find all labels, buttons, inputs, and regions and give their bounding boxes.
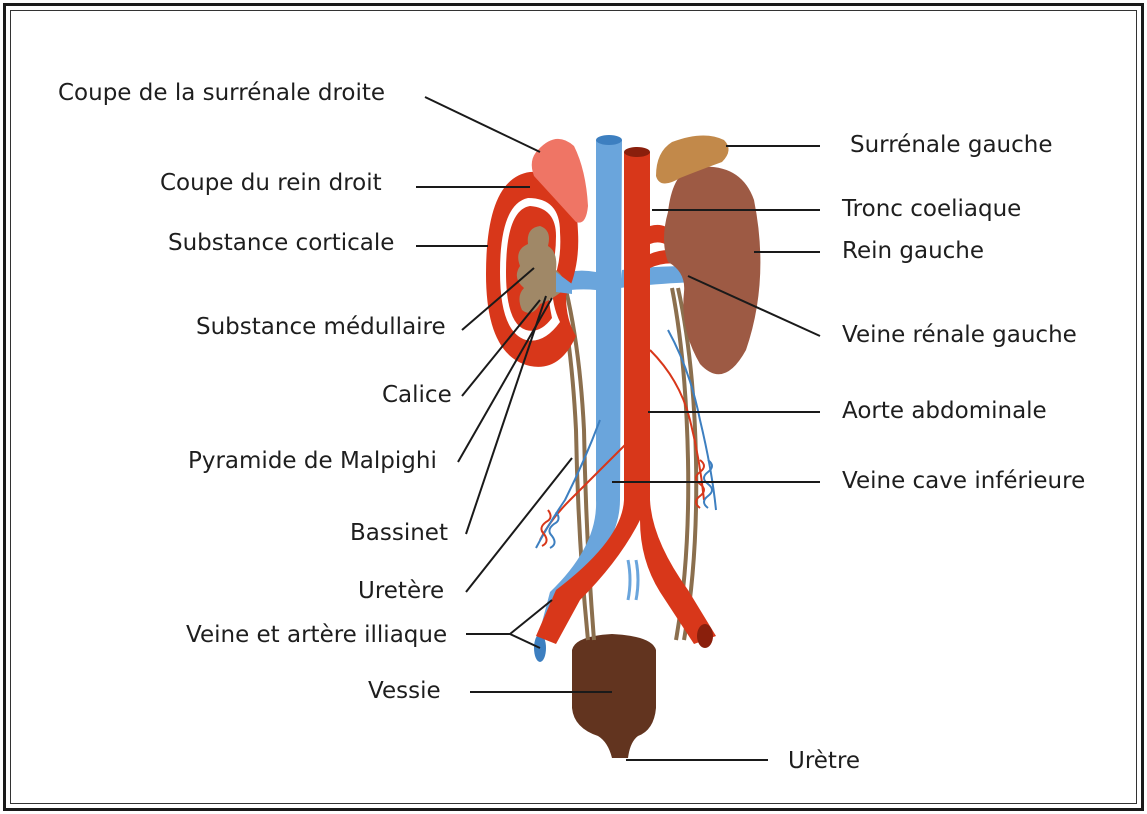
label-veine-renale-gauche: Veine rénale gauche — [842, 322, 1077, 348]
label-surrenale-gauche: Surrénale gauche — [850, 132, 1053, 158]
label-pyramide-malpighi: Pyramide de Malpighi — [188, 448, 437, 474]
label-vessie: Vessie — [368, 678, 441, 704]
rein-gauche — [664, 167, 760, 375]
label-tronc-coeliaque: Tronc coeliaque — [841, 196, 1021, 222]
label-veine-cave-inferieure: Veine cave inférieure — [842, 468, 1085, 494]
label-uretere: Uretère — [358, 578, 444, 604]
label-substance-medullaire: Substance médullaire — [196, 314, 446, 340]
label-coupe-rein-droit: Coupe du rein droit — [160, 170, 382, 196]
label-uretre: Urètre — [788, 748, 860, 774]
bladder — [572, 634, 656, 758]
label-calice: Calice — [382, 382, 452, 408]
label-bassinet: Bassinet — [350, 520, 448, 546]
label-rein-gauche: Rein gauche — [842, 238, 984, 264]
label-coupe-surrenale-droite: Coupe de la surrénale droite — [58, 80, 385, 106]
label-substance-corticale: Substance corticale — [168, 230, 394, 256]
label-aorte-abdominale: Aorte abdominale — [842, 398, 1047, 424]
label-veine-artere-illiaque: Veine et artère illiaque — [186, 622, 447, 648]
